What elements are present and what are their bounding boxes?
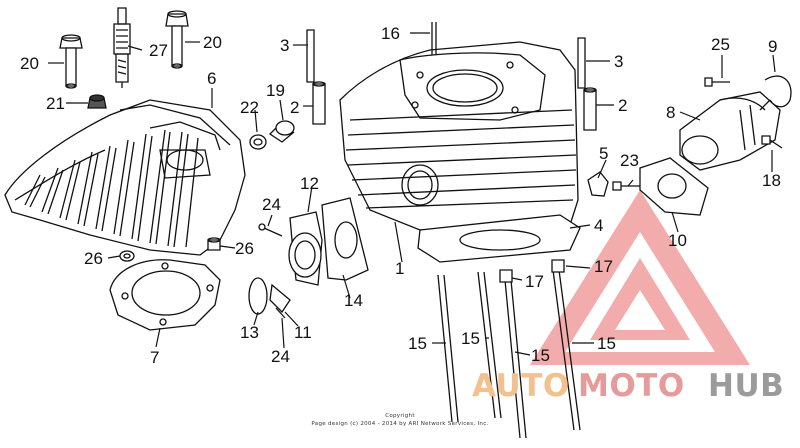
exhaust-gasket (322, 198, 368, 280)
callout-21: 21 (46, 94, 65, 113)
callout-26-right: 26 (235, 239, 254, 258)
watermark-hub-text: HUB (708, 368, 785, 404)
exhaust-cover (289, 212, 322, 285)
cylinder-head (5, 100, 245, 255)
callout-27: 27 (149, 41, 168, 60)
watermark-auto-text: AUTO (472, 368, 570, 404)
callout-9: 9 (768, 37, 777, 56)
callout-19: 19 (266, 81, 285, 100)
callout-15-a: 15 (408, 334, 427, 353)
callout-7: 7 (150, 348, 159, 367)
callout-14: 14 (344, 291, 363, 310)
spark-plug (114, 8, 130, 88)
leader-lines (48, 33, 775, 355)
intake-clamp (760, 76, 791, 110)
acorn-nut (88, 95, 106, 108)
base-gasket (418, 215, 580, 262)
cap-bolt-left (60, 35, 82, 88)
cap-bolt-right (166, 11, 188, 68)
callout-5: 5 (599, 144, 608, 163)
stud-right (578, 38, 596, 130)
bracket (588, 172, 608, 196)
callout-20-right: 20 (203, 33, 222, 52)
callout-1: 1 (395, 259, 404, 278)
intake-manifold (680, 92, 780, 170)
callout-20-left: 20 (20, 54, 39, 73)
watermark-moto-text: MOTO (578, 368, 685, 404)
automotohub-watermark: AUTO MOTO HUB (470, 366, 795, 406)
watermark-triangle-logo (530, 190, 750, 365)
callout-8: 8 (666, 103, 675, 122)
callout-10: 10 (668, 231, 687, 250)
callout-15-b: 15 (461, 329, 480, 348)
bolts-small (613, 78, 782, 190)
callout-24-bottom: 24 (271, 347, 290, 366)
callout-23: 23 (620, 151, 639, 170)
callout-3-right: 3 (614, 52, 623, 71)
callout-16: 16 (381, 24, 400, 43)
callout-12: 12 (300, 174, 319, 193)
callout-15-c: 15 (531, 346, 550, 365)
callout-11: 11 (294, 323, 312, 342)
copyright-heading: Copyright (385, 413, 415, 419)
callout-22: 22 (240, 98, 259, 117)
o-ring (120, 251, 134, 261)
callout-6: 6 (207, 69, 216, 88)
intake-gasket (640, 158, 708, 215)
long-studs (438, 260, 580, 438)
stud-left (307, 30, 325, 124)
callout-18: 18 (762, 171, 781, 190)
copyright-notice: Page design (c) 2004 - 2014 by ARI Netwo… (311, 421, 489, 427)
callout-labels: 1 2 2 3 3 4 5 6 7 8 9 10 11 12 13 14 15 … (20, 24, 781, 367)
callout-17-a: 17 (525, 272, 544, 291)
callout-26-left: 26 (84, 249, 103, 268)
callout-15-d: 15 (597, 334, 616, 353)
callout-3-left: 3 (280, 36, 289, 55)
collar (208, 238, 220, 250)
callout-17-b: 17 (594, 257, 613, 276)
callout-2-right: 2 (618, 96, 627, 115)
callout-25: 25 (711, 35, 730, 54)
callout-4: 4 (594, 216, 603, 235)
callout-2-left: 2 (290, 98, 299, 117)
callout-13: 13 (240, 323, 259, 342)
head-gasket (110, 260, 220, 330)
clip-and-screw (249, 224, 290, 318)
cylinder-block (340, 22, 578, 230)
plug-screw (250, 121, 294, 149)
callout-24-top: 24 (262, 195, 281, 214)
